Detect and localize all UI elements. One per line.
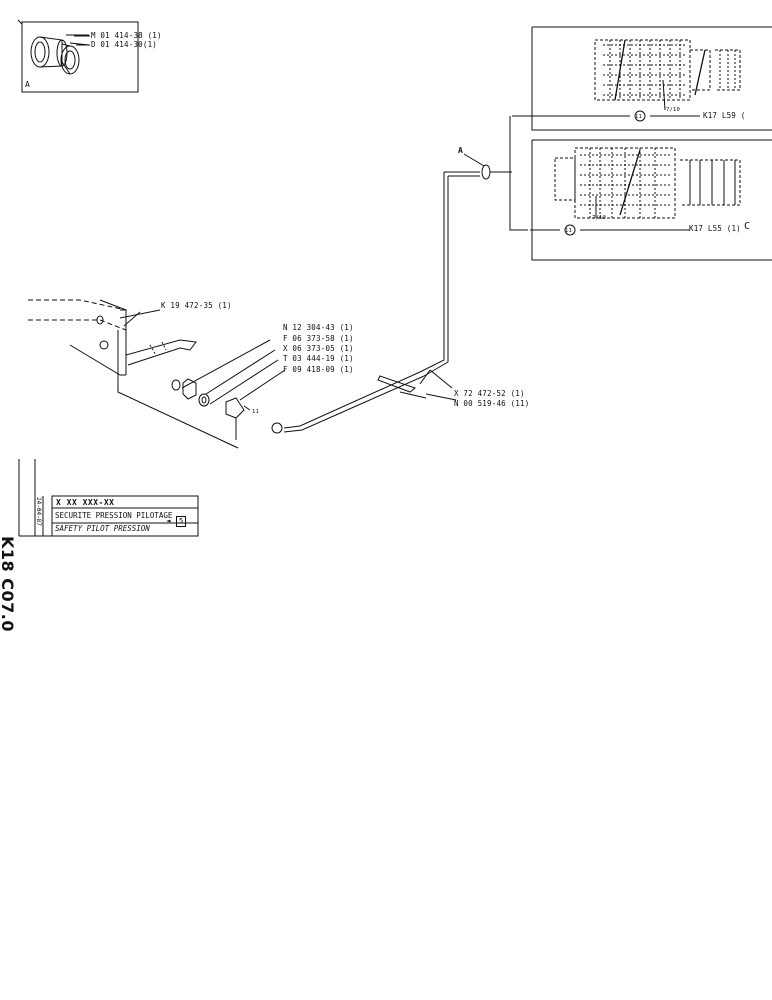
title-french: SECURITE PRESSION PILOTAGE — [55, 511, 173, 520]
panel-ref-suffix: C — [744, 221, 751, 232]
connection-marker: A — [458, 146, 464, 155]
part-label: T 03 444-19 (1) — [283, 354, 354, 363]
fitting-label: 11 — [635, 114, 643, 120]
part-label: X 06 373-05 (1) — [283, 344, 354, 353]
title-english: SAFETY PILOT PRESSION — [55, 524, 150, 533]
part-label: F 06 373-58 (1) — [283, 334, 354, 343]
part-label: N 00 519-46 (11) — [454, 399, 530, 408]
detail-marker: A — [25, 80, 31, 89]
part-label: N 12 304-43 (1) — [283, 323, 354, 332]
part-label: K 19 472-35 (1) — [161, 301, 232, 310]
right-panel-1 — [512, 26, 772, 131]
detail-part-label: M 01 414-38 (1) — [91, 31, 162, 40]
panel-small-label: 7/10 — [592, 215, 607, 221]
title-block-frame — [18, 459, 199, 537]
panel-ref-label: K17 L59 ( — [703, 111, 746, 120]
panel-small-label: 7/10 — [666, 107, 681, 113]
fitting-label: 11 — [252, 409, 260, 415]
part-code: X XX XXX-XX — [56, 498, 115, 507]
detail-part-label: D 01 414-30(1) — [91, 40, 158, 49]
part-label: F 09 418-09 (1) — [283, 365, 354, 374]
connection-lines — [271, 116, 528, 434]
reference-symbol: 5 — [176, 516, 187, 527]
panel-ref-label: K17 L55 (1) — [689, 224, 741, 233]
switch-assembly — [119, 309, 431, 440]
leader-lines — [74, 35, 457, 401]
fitting-label: 11 — [565, 228, 573, 234]
part-label: X 72 472-52 (1) — [454, 389, 525, 398]
arrow-icon: ◄ — [166, 516, 171, 525]
tank-block — [28, 299, 239, 449]
right-panel-2 — [530, 139, 772, 261]
